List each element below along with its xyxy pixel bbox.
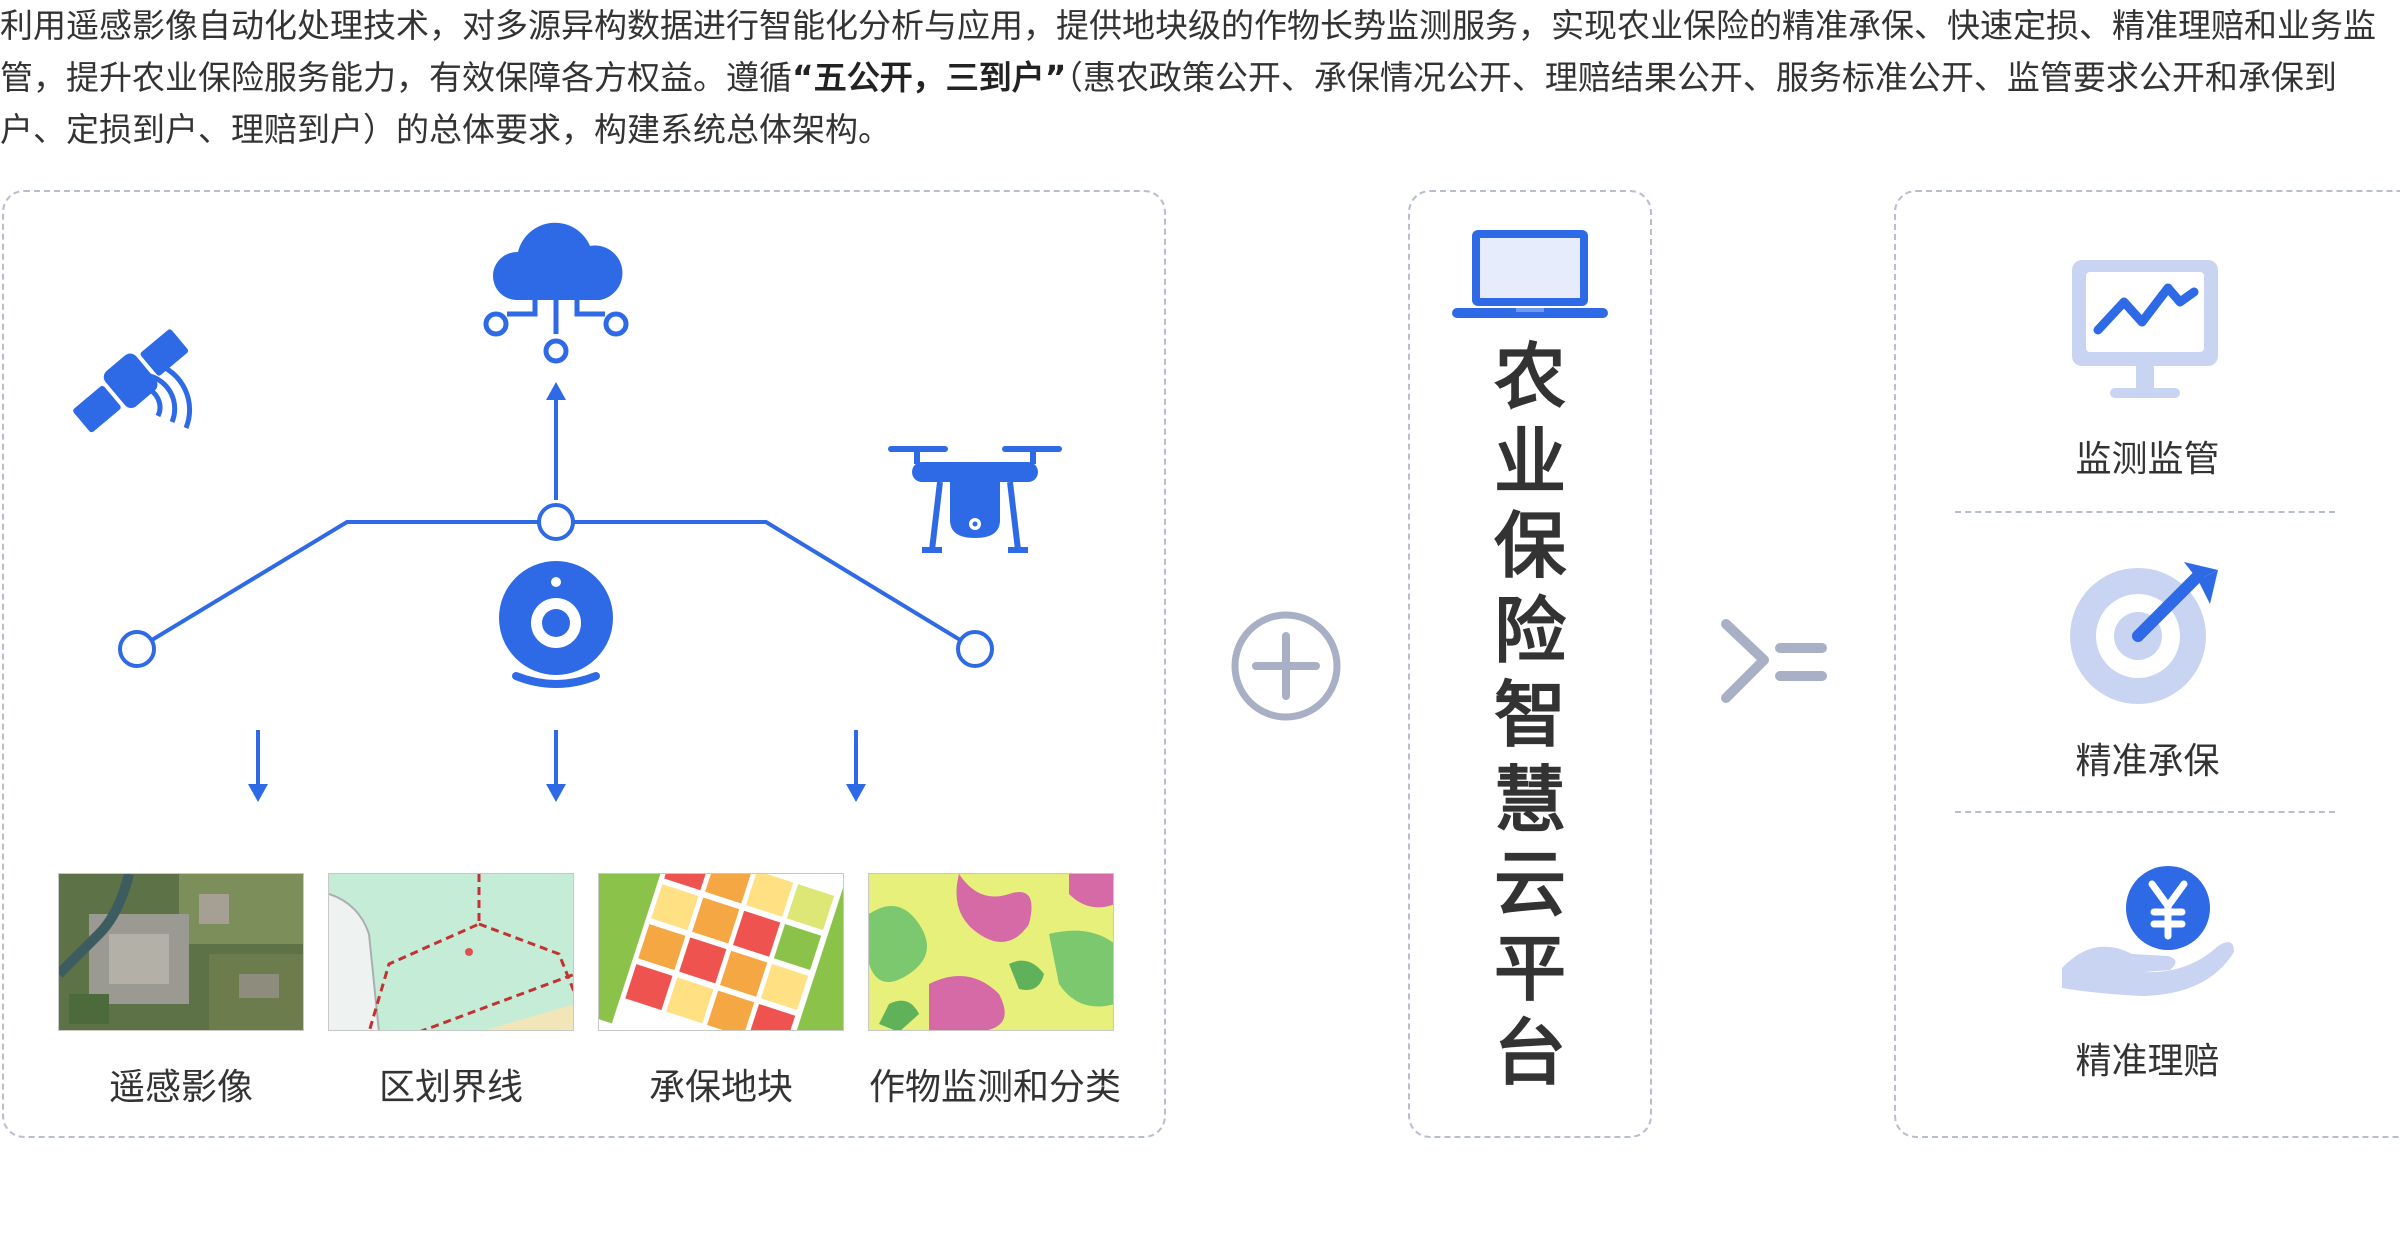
cloud-icon [483,222,629,364]
platform-title-char: 险 [1493,588,1566,673]
service-label-precise-claims: 精准理赔 [2075,1041,2220,1082]
source-label-remote-sensing: 遥感影像 [108,1067,253,1108]
service-label-precise-underwriting: 精准承保 [2075,741,2220,782]
intro-text-2: （惠农政策公开、承保情况公开、理赔结果公开、服务标准公开、监管要求公开和承保到户… [0,58,2337,149]
intro-paragraph: 利用遥感影像自动化处理技术，对多源异构数据进行智能化分析与应用，提供地块级的作物… [0,0,2400,156]
network-diagram [73,222,1062,802]
drone-icon [888,446,1062,553]
node-right [956,630,994,668]
platform-title-char: 业 [1493,419,1566,504]
intro-highlight: “五公开，三到户” [792,58,1067,97]
camera-icon [499,561,613,688]
source-label-insured-plots: 承保地块 [648,1067,793,1108]
service-divider [1955,511,2335,513]
data-sources-panel [2,190,1166,1138]
remote-sensing-image [58,873,304,1031]
satellite-icon [73,329,193,433]
node-center [537,503,575,541]
hand-money-icon [2062,866,2234,996]
platform-title-char: 云 [1493,842,1566,926]
down-arrows [248,730,866,802]
service-divider [1955,811,2335,813]
source-label-crop-monitoring: 作物监测和分类 [868,1067,1121,1108]
target-icon [2070,562,2218,704]
platform-title: 农 业 保 险 智 慧 云 平 台 [1408,335,1652,1096]
platform-title-char: 保 [1493,504,1566,588]
laptop-icon [1452,230,1608,318]
boundary-map-image [328,873,574,1031]
platform-title-char: 慧 [1493,757,1566,842]
up-arrow-head [546,382,566,400]
platform-title-char: 台 [1493,1011,1566,1095]
source-label-boundary: 区划界线 [378,1067,523,1108]
insured-plots-image [598,873,844,1031]
monitor-chart-icon [2072,260,2218,398]
greater-equal-icon [1721,619,1827,703]
node-left [118,630,156,668]
network-lines [135,390,977,651]
platform-title-char: 农 [1493,335,1566,419]
platform-panel [1408,190,1652,1138]
platform-title-char: 智 [1493,673,1566,757]
service-label-monitoring: 监测监管 [2075,439,2220,480]
plus-icon [1231,611,1341,721]
crop-classification-image [868,873,1114,1031]
services-panel [1894,190,2400,1138]
intro-text-1: 利用遥感影像自动化处理技术，对多源异构数据进行智能化分析与应用，提供地块级的作物… [0,6,2376,97]
platform-title-char: 平 [1493,926,1566,1011]
